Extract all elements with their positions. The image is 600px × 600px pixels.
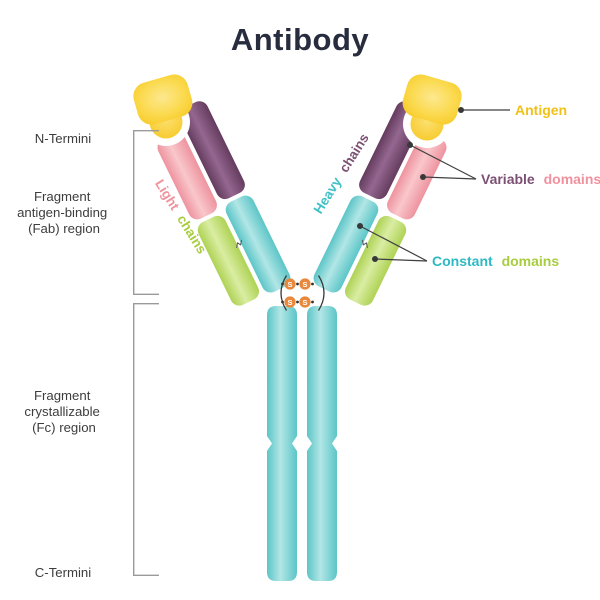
annotation-dots bbox=[357, 107, 464, 262]
fab-line-2: antigen-binding bbox=[17, 205, 107, 220]
sulfur-circles: S S S S bbox=[284, 278, 311, 308]
constant-word: Constant bbox=[432, 253, 493, 269]
left-light-variable-domain bbox=[157, 133, 217, 220]
fc-line-3: (Fc) region bbox=[32, 420, 96, 435]
left-arm bbox=[157, 101, 291, 306]
right-heavy-constant-domain bbox=[313, 195, 379, 293]
sulfur-icon bbox=[299, 296, 311, 308]
left-interchain-bond-icon bbox=[236, 239, 243, 248]
heavy-word: Heavy bbox=[311, 174, 345, 216]
fab-line-3: (Fab) region bbox=[28, 221, 100, 236]
page-title: Antibody bbox=[231, 22, 370, 57]
c-termini-label: C-Termini bbox=[35, 565, 91, 580]
sulfur-label: S bbox=[302, 298, 307, 307]
right-antigen-body bbox=[402, 74, 462, 125]
n-termini-label: N-Termini bbox=[35, 131, 91, 146]
bond-dots bbox=[281, 282, 314, 304]
right-interchain-bond-icon bbox=[361, 239, 368, 248]
constant-domains-word: domains bbox=[502, 253, 560, 269]
hinge-left-arc-icon bbox=[280, 275, 288, 311]
left-light-constant-domain bbox=[197, 215, 260, 306]
constant-domains-label: Constant domains bbox=[432, 253, 559, 269]
hinge-disulfide-bonds: S S S S bbox=[280, 275, 325, 311]
left-antigen-body bbox=[133, 74, 193, 125]
hinge-right-arc-icon bbox=[317, 275, 325, 311]
left-heavy-constant-domain bbox=[225, 195, 291, 293]
fab-line-1: Fragment bbox=[34, 189, 91, 204]
right-light-variable-domain bbox=[387, 133, 447, 220]
fc-line-2: crystallizable bbox=[24, 404, 100, 419]
variable-domains-word: domains bbox=[544, 171, 600, 187]
fc-region-label: Fragment crystallizable (Fc) region bbox=[24, 388, 103, 435]
sulfur-label: S bbox=[287, 298, 292, 307]
fab-region-label: Fragment antigen-binding (Fab) region bbox=[17, 189, 111, 236]
left-heavy-variable-domain bbox=[179, 101, 245, 200]
stem-right-heavy-chain bbox=[307, 306, 337, 581]
variable-word: Variable bbox=[481, 171, 535, 187]
fc-line-1: Fragment bbox=[34, 388, 91, 403]
fc-region-bracket bbox=[133, 303, 159, 576]
annotation-lines bbox=[359, 109, 510, 262]
stem-left-heavy-chain bbox=[267, 306, 297, 581]
sulfur-icon bbox=[284, 278, 296, 290]
sulfur-label: S bbox=[287, 280, 292, 289]
variable-domains-label: Variable domains bbox=[481, 171, 600, 187]
sulfur-label: S bbox=[302, 280, 307, 289]
antigen-label: Antigen bbox=[515, 102, 567, 118]
right-antigen bbox=[402, 74, 462, 141]
fab-region-bracket bbox=[133, 130, 159, 295]
sulfur-icon bbox=[299, 278, 311, 290]
sulfur-icon bbox=[284, 296, 296, 308]
